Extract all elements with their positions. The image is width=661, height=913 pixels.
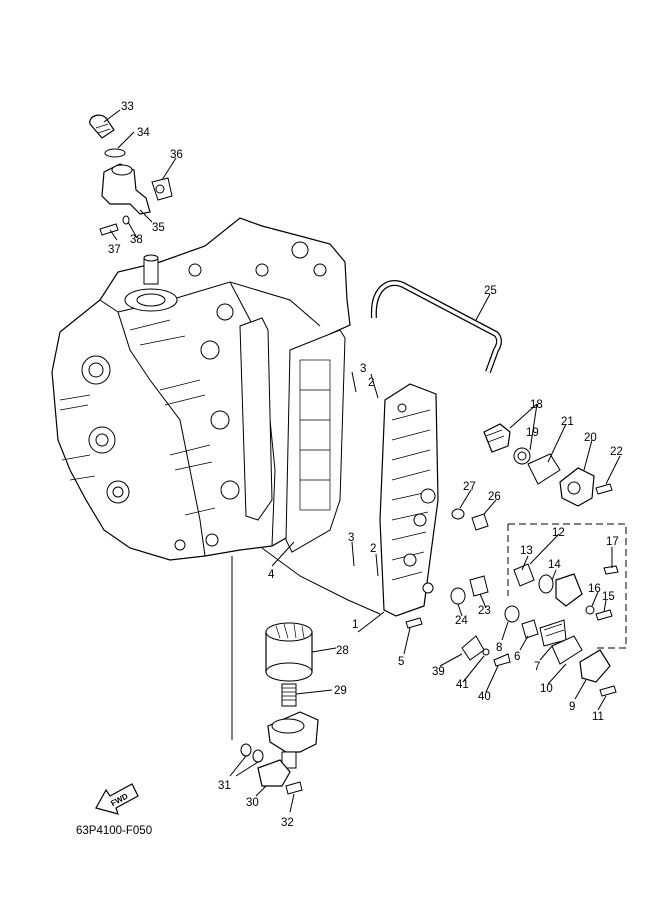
fwd-arrow: FWD bbox=[95, 783, 139, 815]
part-label: 26 bbox=[488, 491, 501, 503]
part-label: 6 bbox=[514, 651, 520, 663]
part-label: 41 bbox=[456, 679, 469, 691]
part-label: 32 bbox=[281, 817, 294, 829]
part-label: 3 bbox=[360, 363, 366, 375]
part-label: 33 bbox=[121, 101, 134, 113]
thermostat-cover-group bbox=[483, 423, 613, 507]
part-label: 12 bbox=[552, 527, 565, 539]
part-label: 34 bbox=[137, 127, 150, 139]
part-label: 19 bbox=[526, 427, 539, 439]
leader-lines bbox=[103, 109, 621, 813]
part-label: 18 bbox=[530, 399, 543, 411]
part-label: 36 bbox=[170, 149, 183, 161]
part-label: 7 bbox=[534, 661, 540, 673]
part-label: 8 bbox=[496, 642, 502, 654]
part-label: 20 bbox=[584, 432, 597, 444]
part-label: 17 bbox=[606, 536, 619, 548]
part-label: 35 bbox=[152, 222, 165, 234]
group-outline-12 bbox=[508, 523, 627, 649]
diagram-code: 63P4100-F050 bbox=[76, 825, 152, 837]
part-label: 27 bbox=[463, 481, 476, 493]
exhaust-cover bbox=[379, 383, 439, 617]
part-label: 10 bbox=[540, 683, 553, 695]
small-parts bbox=[405, 508, 617, 697]
part-label: 21 bbox=[561, 416, 574, 428]
oil-filter-assembly bbox=[240, 622, 319, 795]
part-label: 23 bbox=[478, 605, 491, 617]
part-label: 40 bbox=[478, 691, 491, 703]
part-label: 9 bbox=[569, 701, 575, 713]
part-label: 13 bbox=[520, 545, 533, 557]
part-label: 30 bbox=[246, 797, 259, 809]
part-label: 11 bbox=[592, 711, 604, 723]
part-label: 29 bbox=[334, 685, 347, 697]
part-label: 37 bbox=[108, 244, 121, 256]
part-label: 22 bbox=[610, 446, 623, 458]
part-label: 38 bbox=[130, 234, 143, 246]
part-label: 2 bbox=[368, 377, 374, 389]
part-label: 5 bbox=[398, 656, 404, 668]
part-label: 24 bbox=[455, 615, 468, 627]
part-label: 3 bbox=[348, 532, 354, 544]
part-label: 4 bbox=[268, 569, 275, 581]
thermostat-housing-assembly bbox=[89, 114, 173, 236]
part-label: 39 bbox=[432, 666, 445, 678]
part-label: 16 bbox=[588, 583, 601, 595]
part-label: 25 bbox=[484, 285, 497, 297]
part-label: 15 bbox=[602, 591, 615, 603]
part-label: 31 bbox=[218, 780, 231, 792]
part-label: 28 bbox=[336, 645, 349, 657]
part-labels: 1 2 2 3 3 4 5 6 7 8 9 10 11 12 13 14 15 … bbox=[108, 101, 623, 829]
part-label: 2 bbox=[370, 543, 376, 555]
cylinder-block bbox=[51, 217, 351, 561]
part-label: 14 bbox=[548, 559, 561, 571]
part-label: 1 bbox=[352, 619, 358, 631]
